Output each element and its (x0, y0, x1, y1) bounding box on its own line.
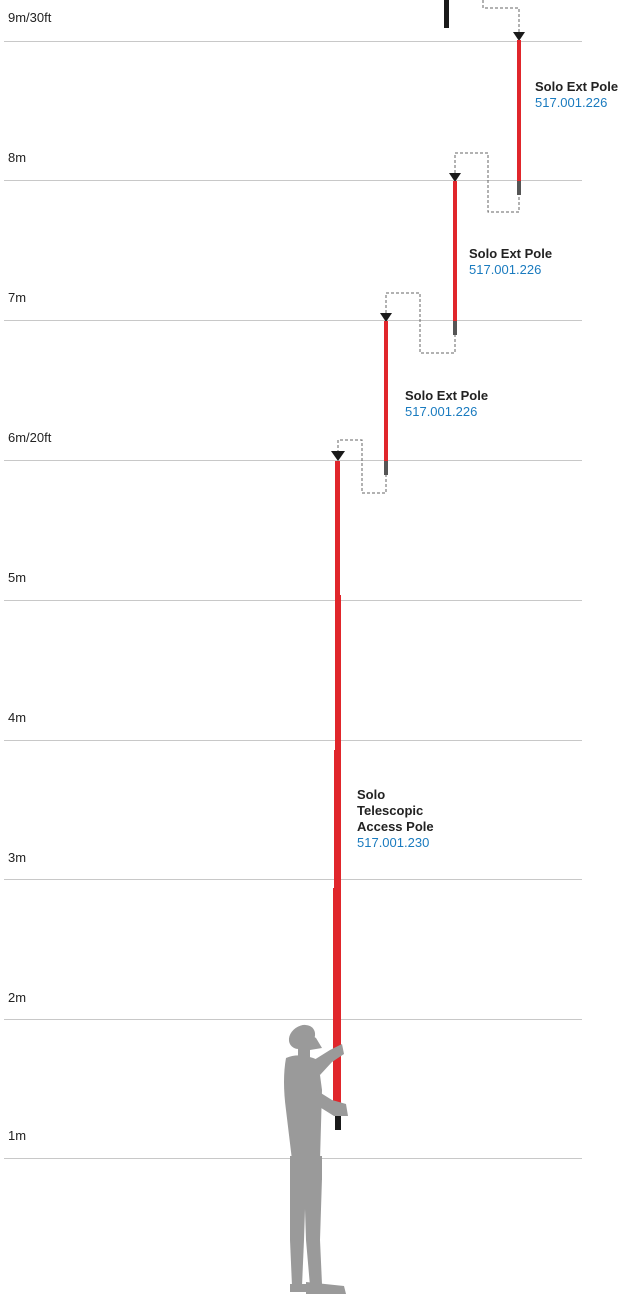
ext-pole-2-part-number: 517.001.226 (469, 262, 542, 277)
pole-tip-arrow-1 (380, 313, 392, 322)
connector-dashed-top (482, 0, 520, 32)
ext-pole-1 (384, 321, 388, 461)
pole-top-tip (444, 0, 449, 28)
connector-dashed-0 (337, 439, 387, 494)
connector-dashed-2 (454, 152, 520, 213)
ext-pole-2 (453, 181, 457, 321)
callout-ext-pole-1: Solo Ext Pole 517.001.226 (405, 388, 488, 420)
ext-pole-1-part-number: 517.001.226 (405, 404, 478, 419)
height-rule-6m (4, 460, 582, 461)
ext-pole-3-end (517, 181, 521, 195)
connector-dashed-1 (385, 292, 456, 354)
pole-tip-arrow-telescopic (331, 451, 345, 461)
level-label-9m: 9m/30ft (8, 10, 52, 25)
callout-ext-pole-2: Solo Ext Pole 517.001.226 (469, 246, 552, 278)
pole-tip-arrow-3 (513, 32, 525, 41)
ext-pole-1-end (384, 461, 388, 475)
height-rule-4m (4, 740, 582, 741)
telescopic-section-2 (335, 595, 341, 751)
height-rule-9m (4, 41, 582, 42)
height-rule-3m (4, 879, 582, 880)
ext-pole-3 (517, 40, 521, 181)
level-label-7m: 7m (8, 290, 27, 305)
ext-pole-3-part-number: 517.001.226 (535, 95, 608, 110)
ext-pole-2-name: Solo Ext Pole (469, 246, 553, 261)
level-label-5m: 5m (8, 570, 27, 585)
telescopic-name-line-2: Telescopic (357, 803, 424, 818)
level-label-4m: 4m (8, 710, 27, 725)
pole-tip-arrow-2 (449, 173, 461, 182)
telescopic-name-line-3: Access Pole (357, 819, 434, 834)
ext-pole-1-name: Solo Ext Pole (405, 388, 489, 403)
level-label-8m: 8m (8, 150, 27, 165)
level-label-1m: 1m (8, 1128, 27, 1143)
ext-pole-3-name: Solo Ext Pole (535, 79, 619, 94)
height-rule-2m (4, 1019, 582, 1020)
telescopic-section-3 (334, 750, 341, 890)
telescopic-name-line-1: Solo (357, 787, 386, 802)
level-label-3m: 3m (8, 850, 27, 865)
ext-pole-2-end (453, 321, 457, 335)
person-silhouette (284, 1024, 348, 1294)
telescopic-grip (335, 1104, 341, 1130)
height-rule-7m (4, 320, 582, 321)
callout-telescopic-pole: Solo Telescopic Access Pole 517.001.230 (357, 787, 434, 851)
level-label-2m: 2m (8, 990, 27, 1005)
height-rule-5m (4, 600, 582, 601)
telescopic-part-number: 517.001.230 (357, 835, 430, 850)
level-label-6m: 6m/20ft (8, 430, 52, 445)
telescopic-section-4 (333, 888, 341, 1104)
height-rule-8m (4, 180, 582, 181)
telescopic-section-1 (335, 461, 340, 601)
callout-ext-pole-3: Solo Ext Pole 517.001.226 (535, 79, 618, 111)
